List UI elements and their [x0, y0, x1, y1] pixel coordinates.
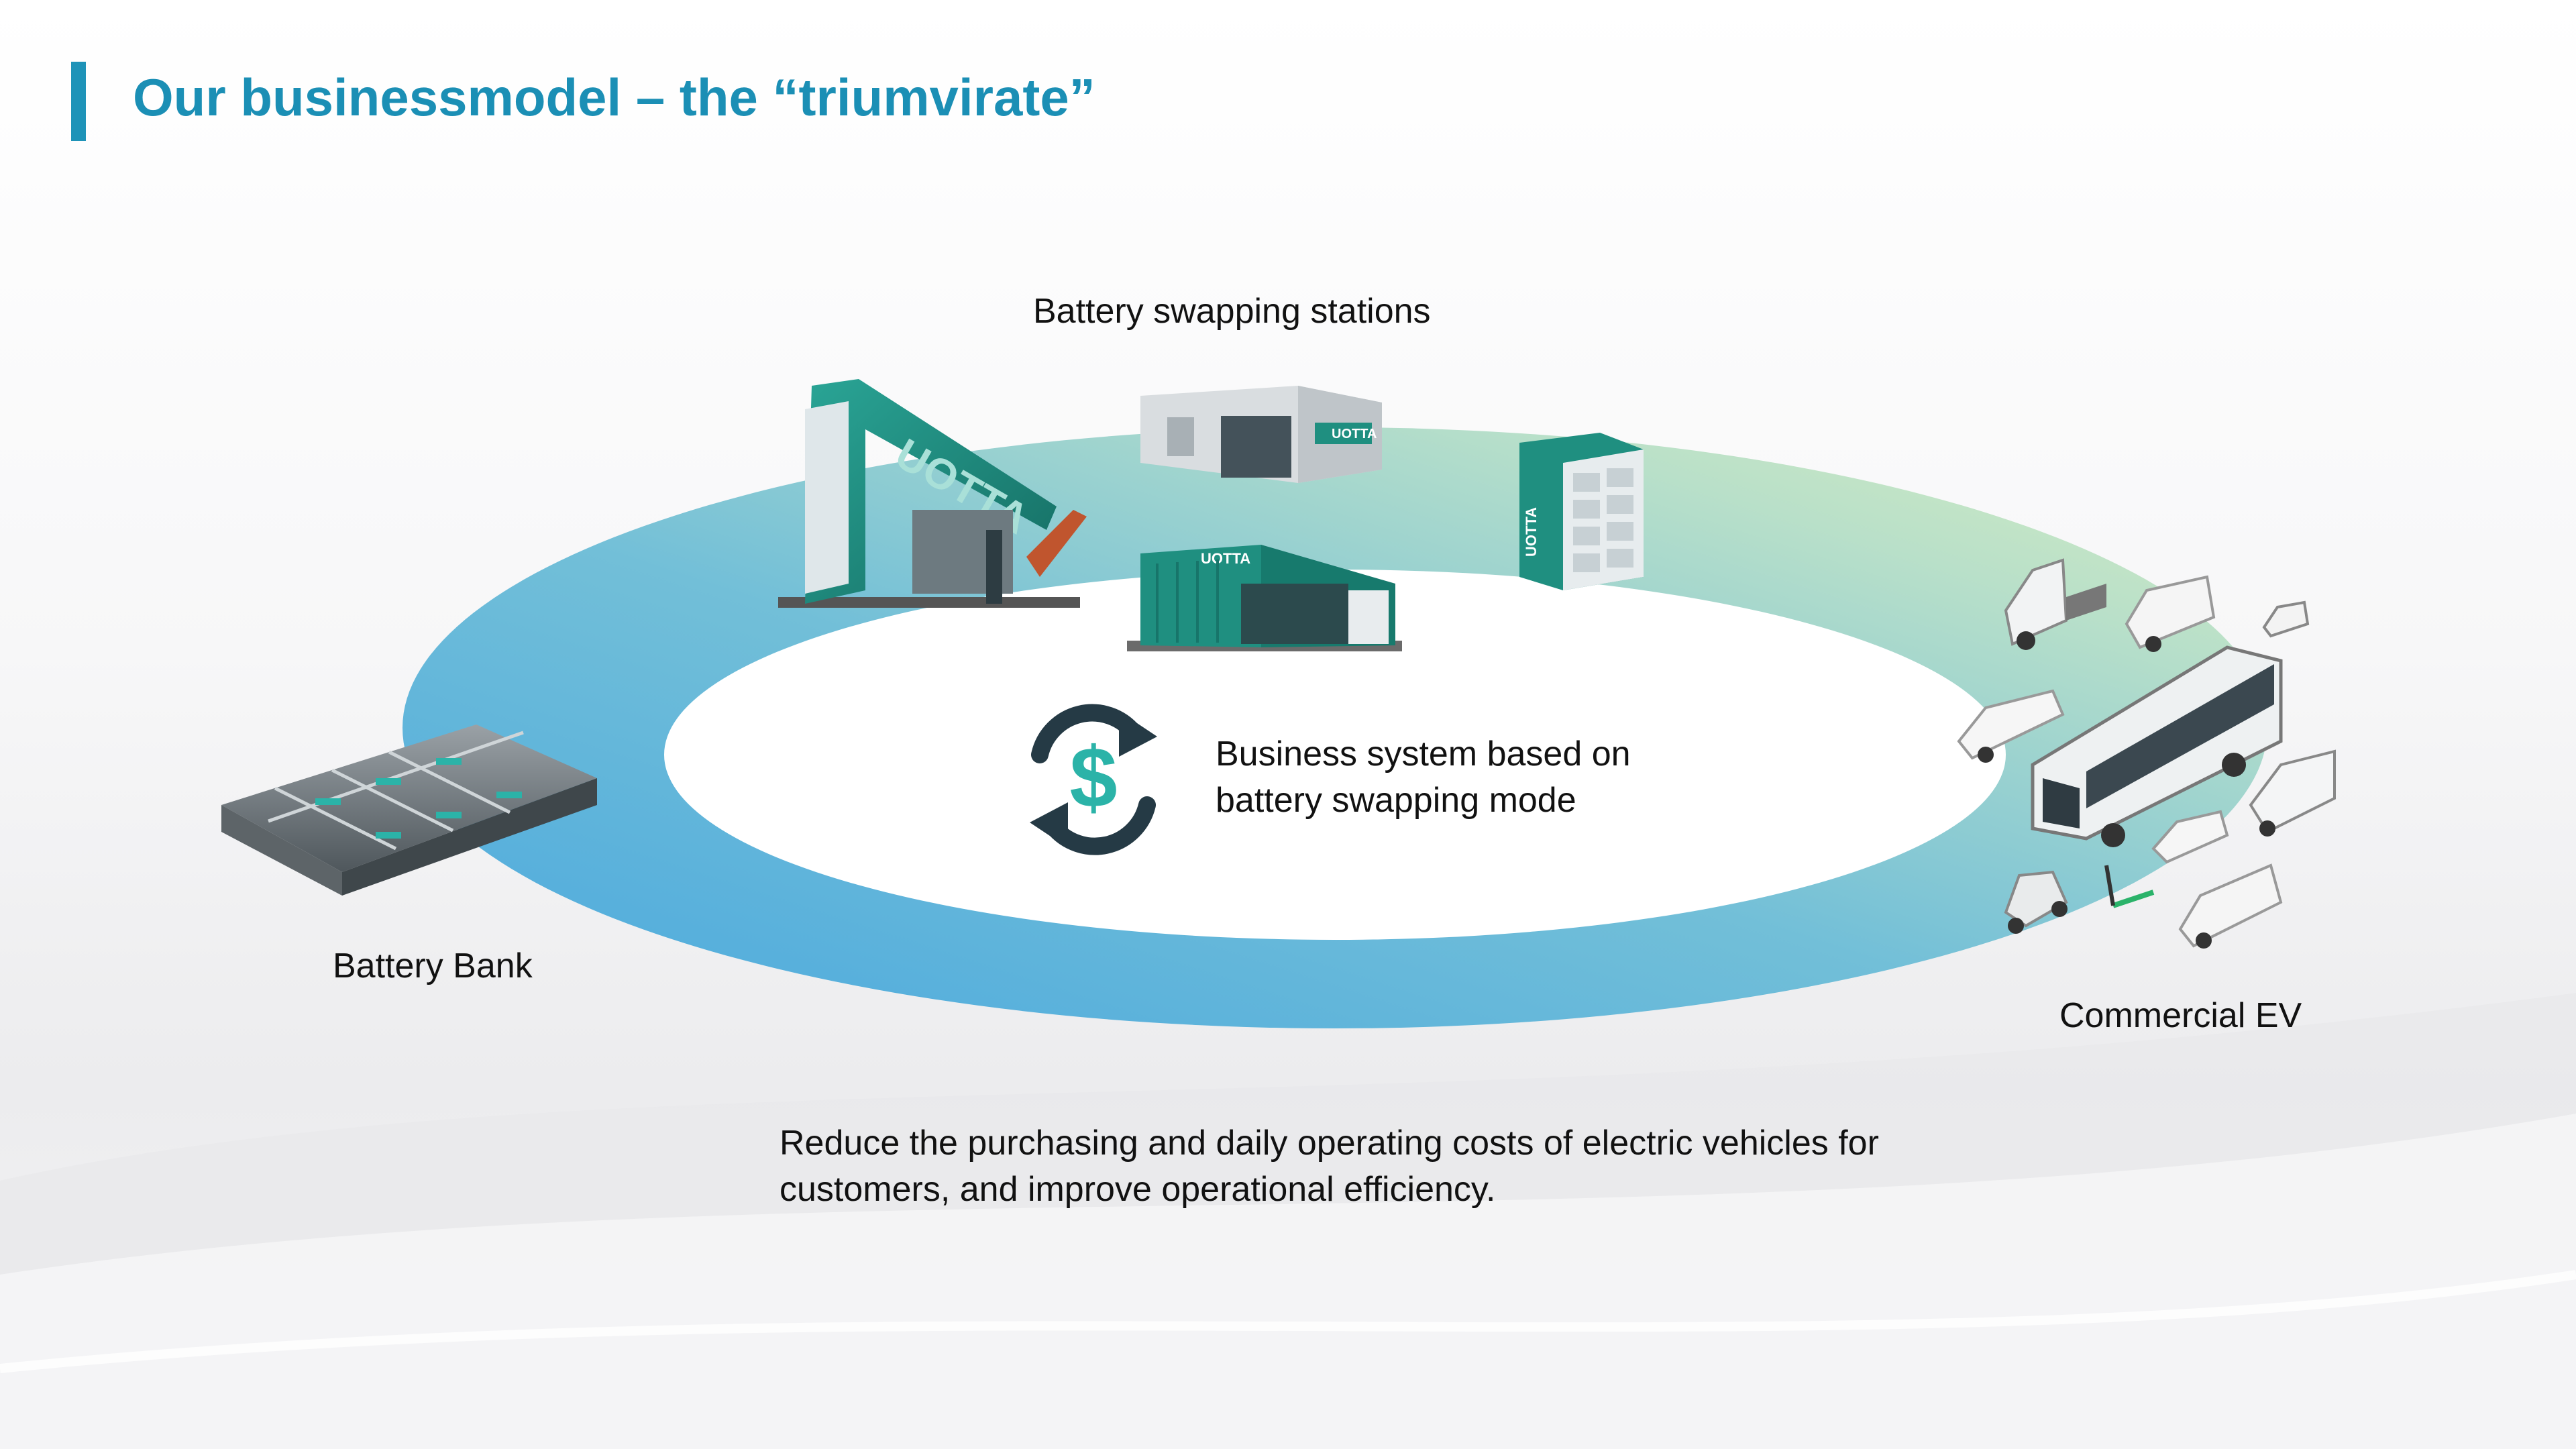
battery-bank-image: [221, 724, 597, 896]
svg-text:UOTTA: UOTTA: [1332, 427, 1377, 441]
cycle-ring: [402, 427, 2267, 1028]
station-canopy-image: UOTTA: [778, 379, 1087, 608]
center-description: Business system based on battery swappin…: [1216, 731, 1631, 823]
station-building-image: UOTTA: [1140, 386, 1382, 483]
battery-bank-label: Battery Bank: [333, 947, 533, 985]
svg-text:$: $: [1069, 730, 1117, 826]
stations-label: Battery swapping stations: [1033, 292, 1431, 331]
commercial-ev-fleet-image: [1957, 558, 2336, 949]
station-cabinet-image: UOTTA: [1519, 433, 1644, 590]
summary-line-2: customers, and improve operational effic…: [780, 1169, 1496, 1209]
page-title: Our businessmodel – the “triumvirate”: [133, 68, 1095, 127]
center-line-2: battery swapping mode: [1216, 780, 1576, 820]
title-accent-bar: [71, 62, 86, 141]
center-line-1: Business system based on: [1216, 735, 1631, 773]
station-container-image: UOTTA: [1127, 545, 1402, 651]
dollar-cycle-icon: $: [1030, 704, 1157, 855]
svg-text:UOTTA: UOTTA: [1201, 550, 1250, 567]
summary-line-1: Reduce the purchasing and daily operatin…: [780, 1124, 1879, 1163]
summary-text: Reduce the purchasing and daily operatin…: [780, 1120, 2121, 1212]
commercial-ev-label: Commercial EV: [2059, 996, 2302, 1035]
svg-text:UOTTA: UOTTA: [1523, 507, 1540, 557]
